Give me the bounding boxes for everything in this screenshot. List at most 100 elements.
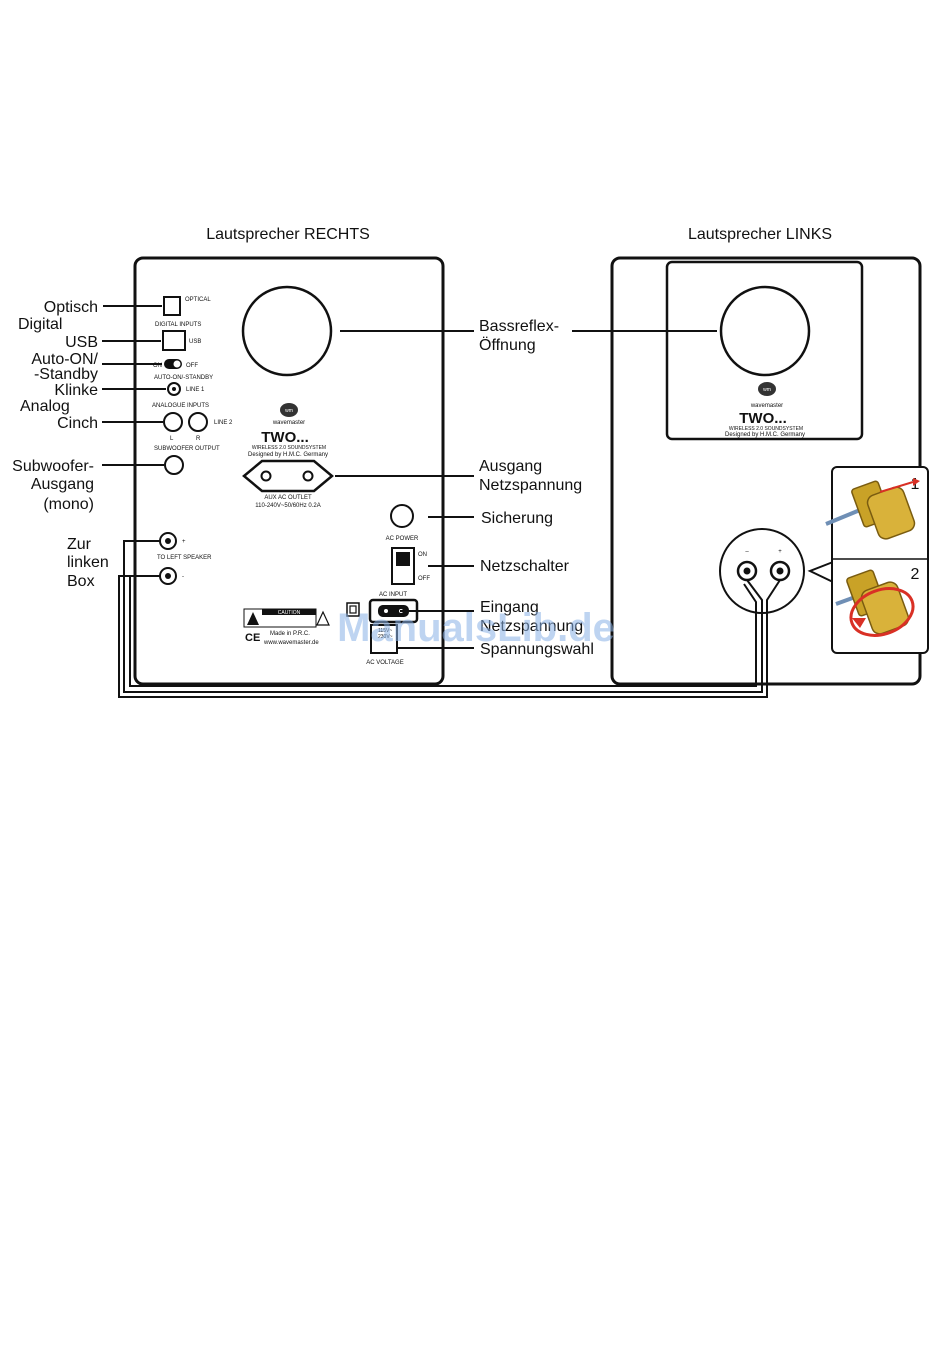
aux-outlet-pin-right — [302, 470, 314, 482]
line1-label: LINE 1 — [186, 387, 205, 393]
ac-power-label: AC POWER — [386, 536, 419, 542]
binding-post-step2-icon — [835, 569, 915, 637]
to-left-speaker-label: TO LEFT SPEAKER — [157, 555, 212, 561]
ce-mark: CE — [245, 632, 260, 644]
line2-label: LINE 2 — [214, 420, 233, 426]
fuse-holder — [390, 504, 414, 528]
callout-zur: Zur — [67, 536, 92, 553]
terminal-illustration-pointer — [807, 561, 834, 583]
line1-jack-center — [172, 387, 176, 391]
center-callout-lines — [335, 330, 717, 649]
made-in-label: Made in P.R.C. — [270, 631, 310, 637]
bass-reflex-port-right — [241, 285, 333, 377]
callout-subwoofer-2: Ausgang — [31, 476, 94, 493]
aux-outlet-label: AUX AC OUTLET — [264, 495, 312, 501]
website-label: www.wavemaster.de — [263, 640, 319, 646]
binding-post-step1-icon — [825, 478, 920, 540]
callout-subwoofer-1: Subwoofer- — [12, 458, 94, 475]
power-switch — [391, 547, 415, 585]
left-terminal-plus-center — [776, 567, 784, 575]
switch-off-label: OFF — [418, 576, 430, 582]
ac-input-label: AC INPUT — [379, 592, 407, 598]
callout-klinke: Klinke — [54, 382, 98, 399]
ac-input-plug-shape — [378, 605, 409, 617]
left-callout-lines — [102, 305, 166, 466]
caution-text: CAUTION — [278, 610, 301, 616]
optical-port — [163, 296, 181, 316]
voltage-selector-text-1: 115V~ — [378, 628, 392, 634]
designed-right: Designed by H.M.C. Germany — [248, 452, 328, 458]
aux-ac-outlet — [242, 459, 334, 493]
terminal-minus-sign: - — [182, 574, 184, 580]
model-right: TWO... — [261, 429, 309, 446]
bass-reflex-port-left — [719, 285, 811, 377]
switch-on-label: ON — [418, 552, 427, 558]
auto-standby-knob — [173, 360, 181, 368]
callout-usb: USB — [65, 334, 98, 351]
right-speaker-panel — [133, 256, 445, 686]
watermark: ManualsLib.de — [337, 606, 615, 650]
subwoofer-output-label: SUBWOOFER OUTPUT — [154, 446, 220, 452]
aux-outlet-pin-left — [260, 470, 272, 482]
callout-cinch: Cinch — [57, 415, 98, 432]
left-terminal-minus-sign: – — [745, 549, 749, 555]
line1-jack — [167, 382, 181, 396]
step-2-number: 2 — [911, 566, 920, 583]
callout-analog: Analog — [20, 398, 70, 415]
callout-eingang-1: Eingang — [480, 599, 539, 616]
warning-triangle-icon-2 — [316, 610, 330, 626]
system-left: WIRELESS 2.0 SOUNDSYSTEM — [729, 426, 803, 432]
title-left-speaker: Lautsprecher LINKS — [688, 226, 832, 243]
brand-left: wavemaster — [750, 403, 783, 409]
double-insulation-icon — [346, 602, 360, 617]
callout-auto-on: Auto-ON/ — [31, 351, 98, 368]
terminal-plus-center — [165, 538, 171, 544]
auto-standby-label: AUTO-ON/-STANDBY — [154, 375, 213, 381]
cinch-right — [188, 412, 208, 432]
ac-voltage-label: AC VOLTAGE — [366, 660, 403, 666]
voltage-selector — [370, 624, 398, 654]
cinch-left — [163, 412, 183, 432]
terminal-minus-center — [165, 573, 171, 579]
power-switch-rocker — [396, 552, 410, 566]
wm-logo-letters-left: wm — [763, 387, 771, 393]
usb-port — [162, 330, 186, 351]
aux-outlet-rating: 110-240V~50/60Hz 0.2A — [255, 503, 320, 509]
caution-header-bar — [262, 609, 316, 615]
left-speaker-front-inset — [665, 260, 864, 441]
double-insulation-inner — [349, 605, 357, 614]
optical-label: OPTICAL — [185, 297, 211, 303]
callout-digital: Digital — [18, 316, 62, 333]
speaker-cable — [118, 540, 781, 698]
callout-bassreflex-2: Öffnung — [479, 336, 536, 354]
terminal-plus-sign: + — [182, 539, 186, 545]
model-left: TWO... — [739, 410, 787, 427]
callout-bassreflex-1: Bassreflex- — [479, 318, 559, 335]
wm-logo-letters: wm — [285, 408, 293, 414]
off-label: OFF — [186, 363, 198, 369]
title-right-speaker: Lautsprecher RECHTS — [206, 226, 370, 243]
callout-eingang-2: Netzspannung — [480, 618, 583, 635]
voltage-selector-text-2: 230V~ — [378, 634, 393, 640]
callout-spannungswahl: Spannungswahl — [480, 641, 594, 658]
digital-inputs-label: DIGITAL INPUTS — [155, 322, 201, 328]
callout-subwoofer-3: (mono) — [43, 496, 94, 513]
callout-optisch: Optisch — [44, 299, 98, 316]
cinch-l-label: L — [170, 436, 174, 442]
left-terminal-minus-center — [743, 567, 751, 575]
callout-ausgang-1: Ausgang — [479, 458, 542, 475]
left-terminal-plus-sign: + — [778, 549, 782, 555]
callout-ausgang-2: Netzspannung — [479, 477, 582, 494]
designed-left: Designed by H.M.C. Germany — [725, 432, 805, 438]
system-right: WIRELESS 2.0 SOUNDSYSTEM — [252, 445, 326, 451]
wavemaster-logo-icon — [280, 403, 298, 417]
callout-standby: -Standby — [34, 366, 98, 383]
callout-netzschalter: Netzschalter — [480, 558, 570, 575]
cinch-r-label: R — [196, 436, 201, 442]
callout-sicherung: Sicherung — [481, 510, 553, 527]
on-label: ON — [153, 363, 162, 369]
analogue-inputs-label: ANALOGUE INPUTS — [152, 403, 209, 409]
warning-triangle-icon — [247, 612, 259, 625]
usb-label-small: USB — [189, 339, 201, 345]
